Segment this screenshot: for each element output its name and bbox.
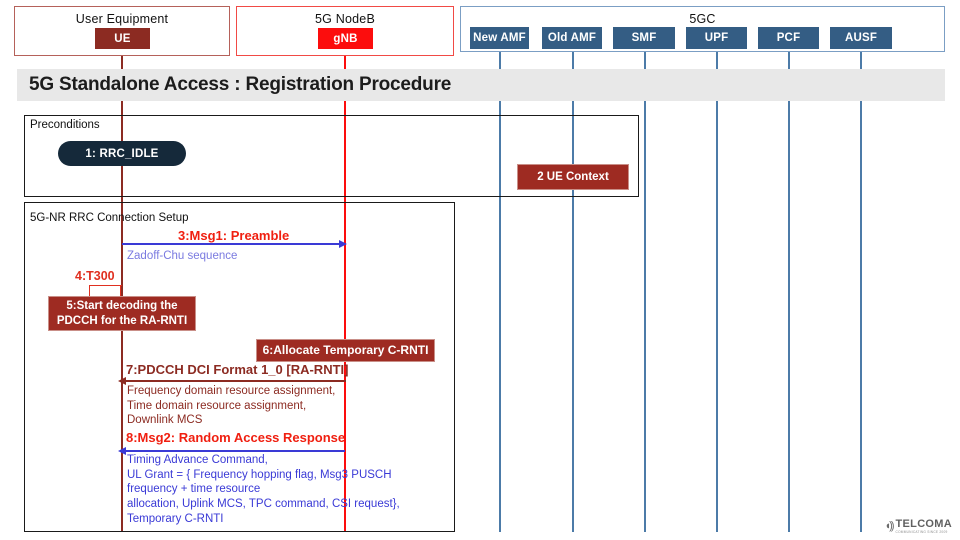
actor-old-amf[interactable]: Old AMF [542,27,602,49]
arrow-msg2-rar-head [118,446,126,455]
note-ue-context: 2 UE Context [517,164,629,190]
note-allocate-crnti-label: 6:Allocate Temporary C-RNTI [262,343,429,358]
lifeline-pcf [788,50,790,532]
actor-ue-label: UE [114,32,131,45]
signal-wave-icon: ◖)) [884,520,895,533]
actor-old-amf-label: Old AMF [547,32,597,44]
arrow-msg1-head [339,239,347,248]
actor-smf[interactable]: SMF [613,27,675,49]
actor-pcf-label: PCF [776,32,801,44]
message-label-msg2-rar: 8:Msg2: Random Access Response [126,430,346,445]
timer-bracket-left [89,285,90,297]
group-title-user-equipment: User Equipment [75,12,169,26]
telcoma-logo: ◖)) TELCOMA COMMUNICATING SINCE 2009 [884,517,952,534]
note-ue-context-label: 2 UE Context [537,170,609,183]
message-label-msg1: 3:Msg1: Preamble [178,228,290,243]
lifeline-ue [121,48,123,532]
timer-label-t300: 4:T300 [75,269,115,283]
section-label-rrc-connection-setup: 5G-NR RRC Connection Setup [30,212,189,224]
lifeline-old-amf [572,50,574,532]
message-sub-msg1: Zadoff-Chu sequence [127,250,238,262]
arrow-pdcch-dci-head [118,376,126,385]
actor-gnb[interactable]: gNB [318,28,373,49]
actor-ue[interactable]: UE [95,28,150,49]
note-allocate-temporary-crnti: 6:Allocate Temporary C-RNTI [256,339,435,362]
note-start-decoding-line1: 5:Start decoding the [66,300,178,313]
lifeline-upf [716,50,718,532]
actor-upf-label: UPF [704,32,729,44]
arrow-pdcch-dci-line [126,380,346,382]
page-title: 5G Standalone Access : Registration Proc… [29,74,452,95]
section-preconditions [24,115,639,197]
actor-gnb-label: gNB [333,32,358,45]
diagram-title-banner: 5G Standalone Access : Registration Proc… [17,69,945,101]
arrow-msg2-rar-line [126,450,345,452]
logo-name: TELCOMA [895,517,952,530]
actor-ausf[interactable]: AUSF [830,27,892,49]
actor-pcf[interactable]: PCF [758,27,819,49]
lifeline-gnb [344,48,346,532]
section-rrc-connection-setup [24,202,455,532]
logo-tagline: COMMUNICATING SINCE 2009 [895,529,948,534]
actor-upf[interactable]: UPF [686,27,747,49]
lifeline-smf [644,50,646,532]
note-start-decoding-line2: PDCCH for the RA-RNTI [56,314,188,327]
actor-new-amf[interactable]: New AMF [470,27,529,49]
message-sub-pdcch-dci: Frequency domain resource assignment, Ti… [127,385,336,427]
actor-smf-label: SMF [631,32,657,44]
actor-new-amf-label: New AMF [473,32,526,44]
state-pill-label: 1: RRC_IDLE [85,147,159,160]
state-pill-rrc-idle: 1: RRC_IDLE [58,141,186,166]
arrow-msg1-line [122,243,340,245]
section-label-preconditions: Preconditions [30,119,100,131]
group-title-5g-nodeb: 5G NodeB [315,12,375,26]
lifeline-ausf [860,50,862,532]
message-label-pdcch-dci: 7:PDCCH DCI Format 1_0 [RA-RNTI] [126,362,349,377]
group-title-5gc: 5GC [689,12,716,26]
lifeline-new-amf [499,50,501,532]
actor-ausf-label: AUSF [844,32,878,44]
message-sub-msg2-rar: Timing Advance Command, UL Grant = { Fre… [127,454,400,525]
timer-bracket-right [120,285,121,297]
note-start-decoding-pdcch: 5:Start decoding the PDCCH for the RA-RN… [48,296,196,331]
timer-bracket-top [89,285,122,286]
